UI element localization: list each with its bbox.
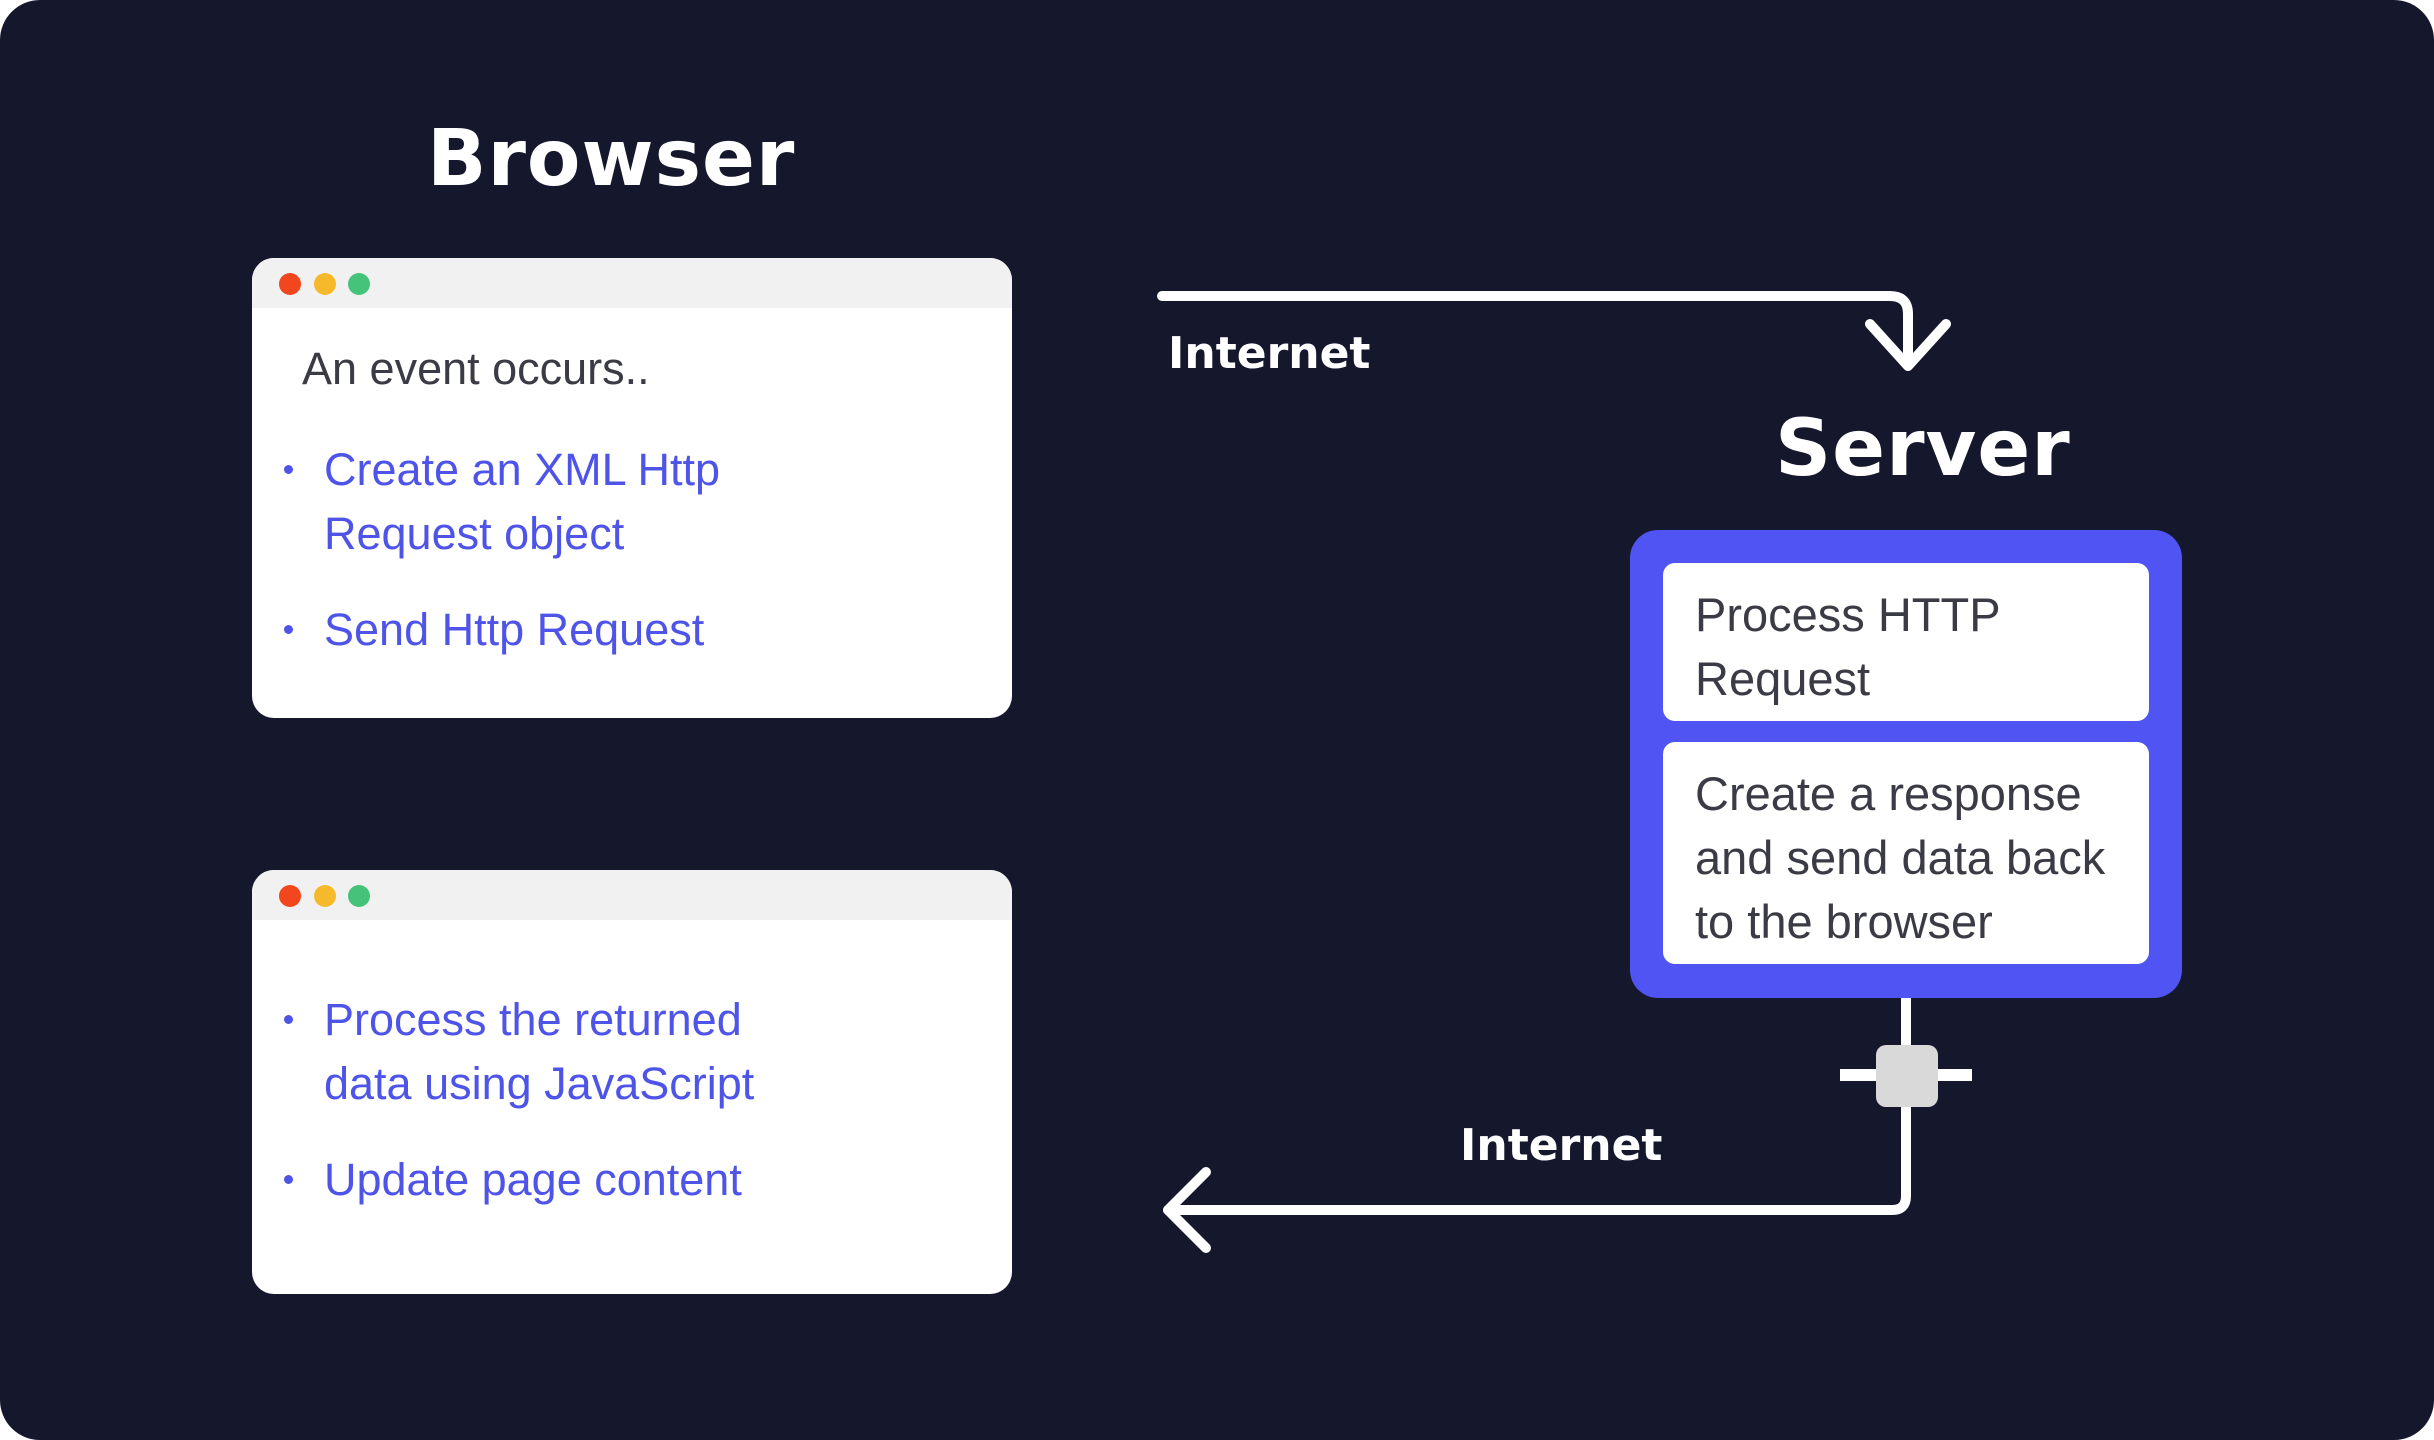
window-close-dot-icon — [279, 885, 301, 907]
event-text: An event occurs.. — [302, 343, 650, 394]
server-task-card: Process HTTP Request — [1663, 563, 2149, 721]
window-minimize-dot-icon — [314, 885, 336, 907]
step-line: Process the returned — [324, 994, 742, 1045]
request-arrow-head — [1865, 319, 1951, 371]
list-item: Process the returned data using JavaScri… — [252, 988, 992, 1116]
step-line: Request object — [324, 508, 625, 559]
server-task-card: Create a response and send data back to … — [1663, 742, 2149, 964]
task-line: to the browser — [1695, 895, 1993, 948]
window-close-dot-icon — [279, 273, 301, 295]
browser-title: Browser — [427, 114, 796, 204]
bullet-icon — [284, 625, 293, 634]
browser-response-window: Process the returned data using JavaScri… — [252, 870, 1012, 1294]
server-box: Process HTTP Request Create a response a… — [1630, 530, 2182, 998]
request-steps-list: Create an XML Http Request object Send H… — [252, 438, 952, 662]
list-item: Create an XML Http Request object — [252, 438, 952, 566]
task-line: and send data back — [1695, 831, 2106, 884]
step-line: data using JavaScript — [324, 1058, 755, 1109]
request-internet-label: Internet — [1168, 328, 1371, 379]
task-line: Process HTTP — [1695, 588, 2001, 641]
bullet-icon — [284, 1015, 293, 1024]
server-title: Server — [1775, 404, 2071, 494]
list-item: Update page content — [252, 1148, 992, 1212]
response-arrow-head — [1163, 1167, 1211, 1253]
bullet-icon — [284, 1175, 293, 1184]
window-minimize-dot-icon — [314, 273, 336, 295]
list-item: Send Http Request — [252, 598, 952, 662]
request-arrow-line — [1157, 291, 1913, 365]
connector-node — [1876, 1045, 1938, 1107]
browser-request-window: An event occurs.. Create an XML Http Req… — [252, 258, 1012, 718]
response-internet-label: Internet — [1460, 1120, 1663, 1171]
step-line: Create an XML Http — [324, 444, 721, 495]
step-line: Update page content — [324, 1154, 742, 1205]
window-titlebar — [252, 870, 1012, 920]
response-steps-list: Process the returned data using JavaScri… — [252, 988, 992, 1212]
step-line: Send Http Request — [324, 604, 705, 655]
window-titlebar — [252, 258, 1012, 308]
window-maximize-dot-icon — [348, 273, 370, 295]
task-line: Request — [1695, 652, 1871, 705]
response-arrow-line — [1163, 993, 1911, 1215]
bullet-icon — [284, 465, 293, 474]
task-line: Create a response — [1695, 767, 2082, 820]
window-maximize-dot-icon — [348, 885, 370, 907]
